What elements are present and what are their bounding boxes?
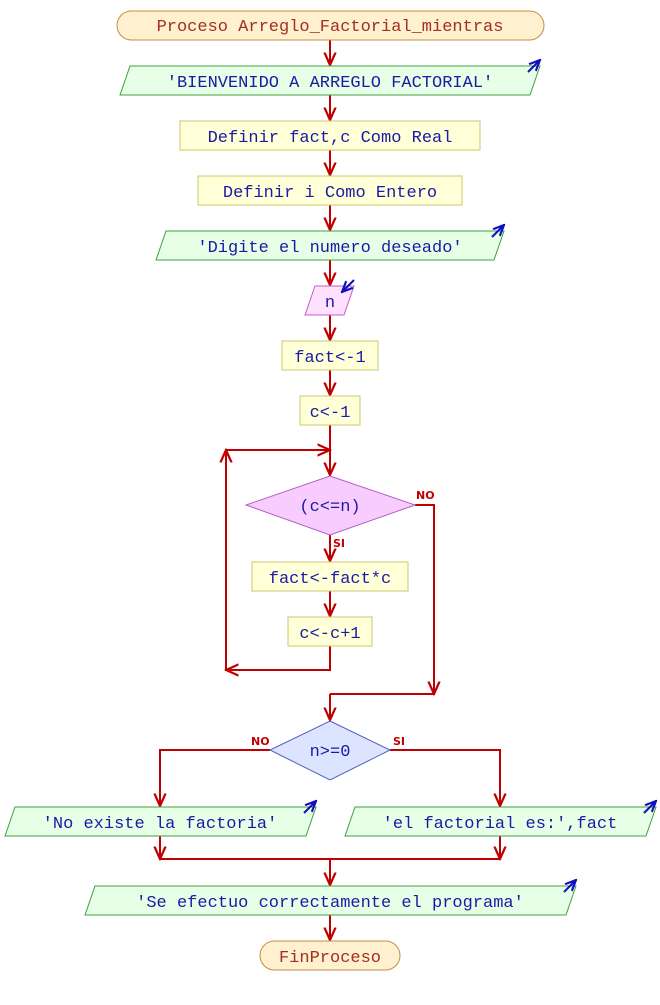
define-i-node: Definir i Como Entero bbox=[197, 175, 463, 206]
define-fact-label: Definir fact,c Como Real bbox=[208, 129, 453, 148]
loop-body-c-node: c<-c+1 bbox=[287, 616, 373, 647]
output-arrow-icon bbox=[527, 60, 540, 73]
assign-c-node: c<-1 bbox=[299, 395, 361, 426]
prompt-output-label: 'Digite el numero deseado' bbox=[197, 239, 462, 258]
assign-c-label: c<-1 bbox=[310, 404, 351, 423]
loop-no-label: NO bbox=[416, 489, 435, 502]
loop-condition-label: (c<=n) bbox=[299, 498, 360, 517]
output-no-label: 'No existe la factoria' bbox=[43, 815, 278, 834]
end-terminal: FinProceso bbox=[259, 940, 401, 971]
output-no-node: 'No existe la factoria' bbox=[4, 801, 316, 837]
loop-yes-label: SI bbox=[333, 537, 345, 550]
output-arrow-icon bbox=[643, 801, 656, 814]
loop-condition-node: (c<=n) NO SI bbox=[244, 475, 435, 550]
if-condition-label: n>=0 bbox=[310, 743, 351, 762]
define-i-label: Definir i Como Entero bbox=[223, 184, 437, 203]
define-fact-node: Definir fact,c Como Real bbox=[179, 120, 481, 151]
loop-body-fact-label: fact<-fact*c bbox=[269, 570, 391, 589]
output-arrow-icon bbox=[491, 225, 504, 238]
read-n-label: n bbox=[325, 294, 335, 313]
end-label: FinProceso bbox=[279, 949, 381, 968]
start-label: Proceso Arreglo_Factorial_mientras bbox=[157, 18, 504, 37]
read-n-node: n bbox=[304, 279, 355, 316]
if-no-label: NO bbox=[251, 735, 270, 748]
welcome-output-label: 'BIENVENIDO A ARREGLO FACTORIAL' bbox=[167, 74, 493, 93]
prompt-output-node: 'Digite el numero deseado' bbox=[155, 225, 504, 261]
flow-lines bbox=[160, 40, 500, 940]
if-condition-node: n>=0 NO SI bbox=[251, 720, 405, 781]
output-yes-node: 'el factorial es:',fact bbox=[344, 801, 656, 837]
input-arrow-icon bbox=[342, 279, 355, 292]
final-output-node: 'Se efectuo correctamente el programa' bbox=[84, 880, 576, 916]
start-terminal: Proceso Arreglo_Factorial_mientras bbox=[116, 10, 545, 41]
output-yes-label: 'el factorial es:',fact bbox=[383, 815, 618, 834]
if-yes-label: SI bbox=[393, 735, 405, 748]
assign-fact-node: fact<-1 bbox=[281, 340, 379, 371]
output-arrow-icon bbox=[303, 801, 316, 814]
final-output-label: 'Se efectuo correctamente el programa' bbox=[136, 894, 524, 913]
loop-body-c-label: c<-c+1 bbox=[299, 625, 360, 644]
assign-fact-label: fact<-1 bbox=[294, 349, 365, 368]
output-arrow-icon bbox=[563, 880, 576, 893]
loop-body-fact-node: fact<-fact*c bbox=[251, 561, 409, 592]
welcome-output-node: 'BIENVENIDO A ARREGLO FACTORIAL' bbox=[119, 60, 540, 96]
